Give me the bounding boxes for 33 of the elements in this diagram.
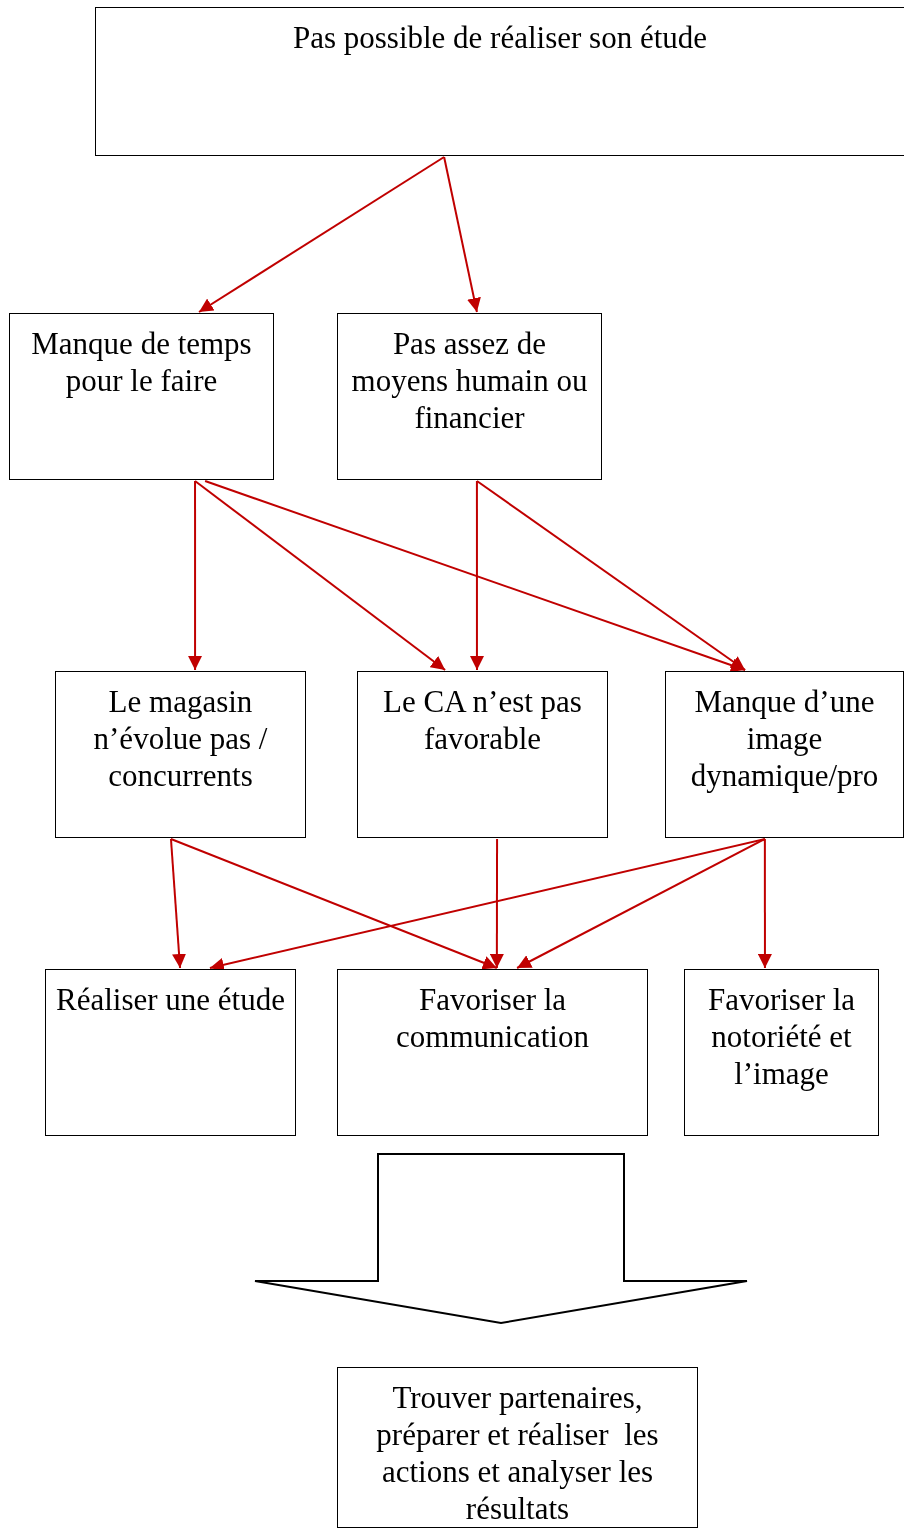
arrow [469, 480, 484, 671]
box-text: Favoriser la notoriété et l’image [706, 981, 857, 1092]
arrow [169, 838, 187, 969]
box-text: Manque d’une image dynamique/pro [689, 683, 880, 794]
text-box [665, 671, 904, 838]
arrow [489, 838, 504, 969]
text-box [357, 671, 608, 838]
text-box [55, 671, 306, 838]
block-arrow [254, 1153, 748, 1324]
box-text: Le magasin n’évolue pas / concurrents [92, 683, 269, 794]
text-box [45, 969, 296, 1136]
arrow [475, 480, 747, 671]
text-box [9, 313, 274, 480]
arrow [443, 156, 481, 313]
arrow [757, 838, 772, 969]
text-box [337, 969, 648, 1136]
arrow [194, 480, 447, 671]
box-text: Pas assez de moyens humain ou financier [350, 325, 589, 436]
text-box [337, 313, 602, 480]
text-box [337, 1367, 698, 1528]
box-text: Trouver partenaires, préparer et réaliser les actions et analyser les résultats [375, 1379, 660, 1527]
arrow [188, 480, 203, 671]
box-text: Réaliser une étude [56, 981, 285, 1018]
arrow [516, 838, 766, 969]
box-text: Pas possible de réaliser son étude [292, 19, 708, 56]
arrow [198, 156, 446, 313]
box-text: Manque de temps pour le faire [30, 325, 253, 399]
text-box [95, 7, 904, 156]
box-text: Favoriser la communication [395, 981, 590, 1055]
arrow [169, 838, 498, 970]
arrow [204, 480, 747, 672]
box-text: Le CA n’est pas favorable [382, 683, 583, 757]
text-box [684, 969, 879, 1136]
